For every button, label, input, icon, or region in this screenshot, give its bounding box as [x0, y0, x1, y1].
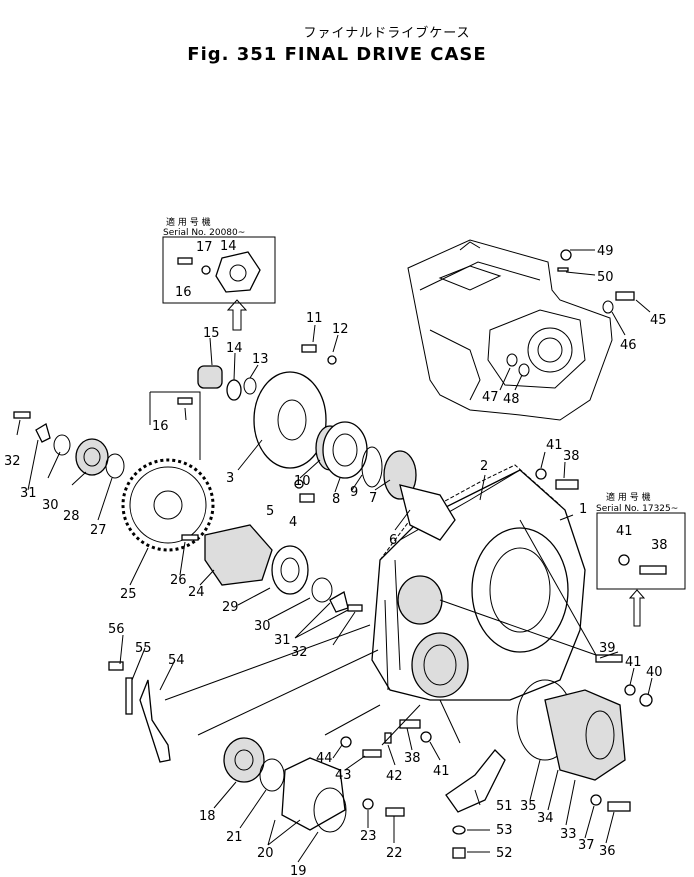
callout-40: 40	[646, 665, 663, 680]
callout-55: 55	[135, 641, 152, 656]
callout-4: 4	[289, 515, 297, 530]
bearing-cage-3	[253, 371, 327, 469]
leader-lines	[16, 249, 653, 863]
inset-serial-number: Serial No. 17325~	[596, 504, 678, 514]
callout-8: 8	[332, 492, 340, 507]
callout-15: 15	[203, 326, 220, 341]
callout-34: 34	[537, 811, 554, 826]
callout-2: 2	[480, 459, 488, 474]
inset-serial-17325: 適 用 号 機 Serial No. 17325~	[596, 491, 686, 590]
callout-37: 37	[578, 838, 595, 853]
callout-52: 52	[496, 846, 513, 861]
callout-labels: 1 2 3 4 5 6 7 8 9 10 11 12 13 14 14 15 1…	[4, 239, 668, 877]
callout-53: 53	[496, 823, 513, 838]
callout-30: 30	[42, 498, 59, 513]
callout-1: 1	[579, 502, 587, 517]
callout-41-inset: 41	[616, 524, 633, 539]
callout-36: 36	[599, 844, 616, 859]
callout-20: 20	[257, 846, 274, 861]
callout-12: 12	[332, 322, 349, 337]
callout-11: 11	[306, 311, 323, 326]
callout-16-inset: 16	[175, 285, 192, 300]
transmission-housing-sketch	[407, 239, 613, 421]
callout-44: 44	[316, 751, 333, 766]
diagram-title: Fig. 351 FINAL DRIVE CASE	[187, 44, 487, 65]
callout-54: 54	[168, 653, 185, 668]
callout-14-inset: 14	[220, 239, 237, 254]
callout-32: 32	[4, 454, 21, 469]
callout-38: 38	[563, 449, 580, 464]
callout-49: 49	[597, 244, 614, 259]
callout-17: 17	[196, 240, 213, 255]
callout-38-lower: 38	[404, 751, 421, 766]
callout-28: 28	[63, 509, 80, 524]
callout-14: 14	[226, 341, 243, 356]
callout-27: 27	[90, 523, 107, 538]
callout-24: 24	[188, 585, 205, 600]
callout-33: 33	[560, 827, 577, 842]
inset-serial-number: Serial No. 20080~	[163, 228, 245, 238]
callout-31-lower: 31	[274, 633, 291, 648]
gear-25	[121, 458, 215, 552]
callout-47: 47	[482, 390, 499, 405]
callout-35: 35	[520, 799, 537, 814]
callout-32-lower: 32	[291, 645, 308, 660]
callout-29: 29	[222, 600, 239, 615]
callout-41: 41	[546, 438, 563, 453]
callout-41-right: 41	[625, 655, 642, 670]
callout-10: 10	[294, 474, 311, 489]
callout-22: 22	[386, 846, 403, 861]
callout-46: 46	[620, 338, 637, 353]
callout-21: 21	[226, 830, 243, 845]
callout-16: 16	[152, 419, 169, 434]
callout-5: 5	[266, 504, 274, 519]
callout-19: 19	[290, 864, 307, 877]
callout-18: 18	[199, 809, 216, 824]
callout-31: 31	[20, 486, 37, 501]
callout-42: 42	[386, 769, 403, 784]
callout-6: 6	[389, 533, 397, 548]
inset-serial-20080: 適 用 号 機 Serial No. 20080~	[162, 216, 276, 304]
callout-56: 56	[108, 622, 125, 637]
callout-9: 9	[350, 485, 358, 500]
callout-26: 26	[170, 573, 187, 588]
callout-7: 7	[369, 491, 377, 506]
callout-25: 25	[120, 587, 137, 602]
callout-30-lower: 30	[254, 619, 271, 634]
callout-48: 48	[503, 392, 520, 407]
diagram-title-japanese: ファイナルドライブケース	[303, 26, 471, 41]
callout-51: 51	[496, 799, 513, 814]
callout-45: 45	[650, 313, 667, 328]
inset-applicable-model-label: 適 用 号 機	[166, 216, 211, 228]
callout-50: 50	[597, 270, 614, 285]
callout-39: 39	[599, 641, 616, 656]
callout-38-inset: 38	[651, 538, 668, 553]
callout-41-lower: 41	[433, 764, 450, 779]
callout-13: 13	[252, 352, 269, 367]
callout-23: 23	[360, 829, 377, 844]
inset-applicable-model-label: 適 用 号 機	[606, 491, 651, 503]
callout-43: 43	[335, 768, 352, 783]
final-drive-case	[371, 469, 586, 701]
callout-3: 3	[226, 471, 234, 486]
